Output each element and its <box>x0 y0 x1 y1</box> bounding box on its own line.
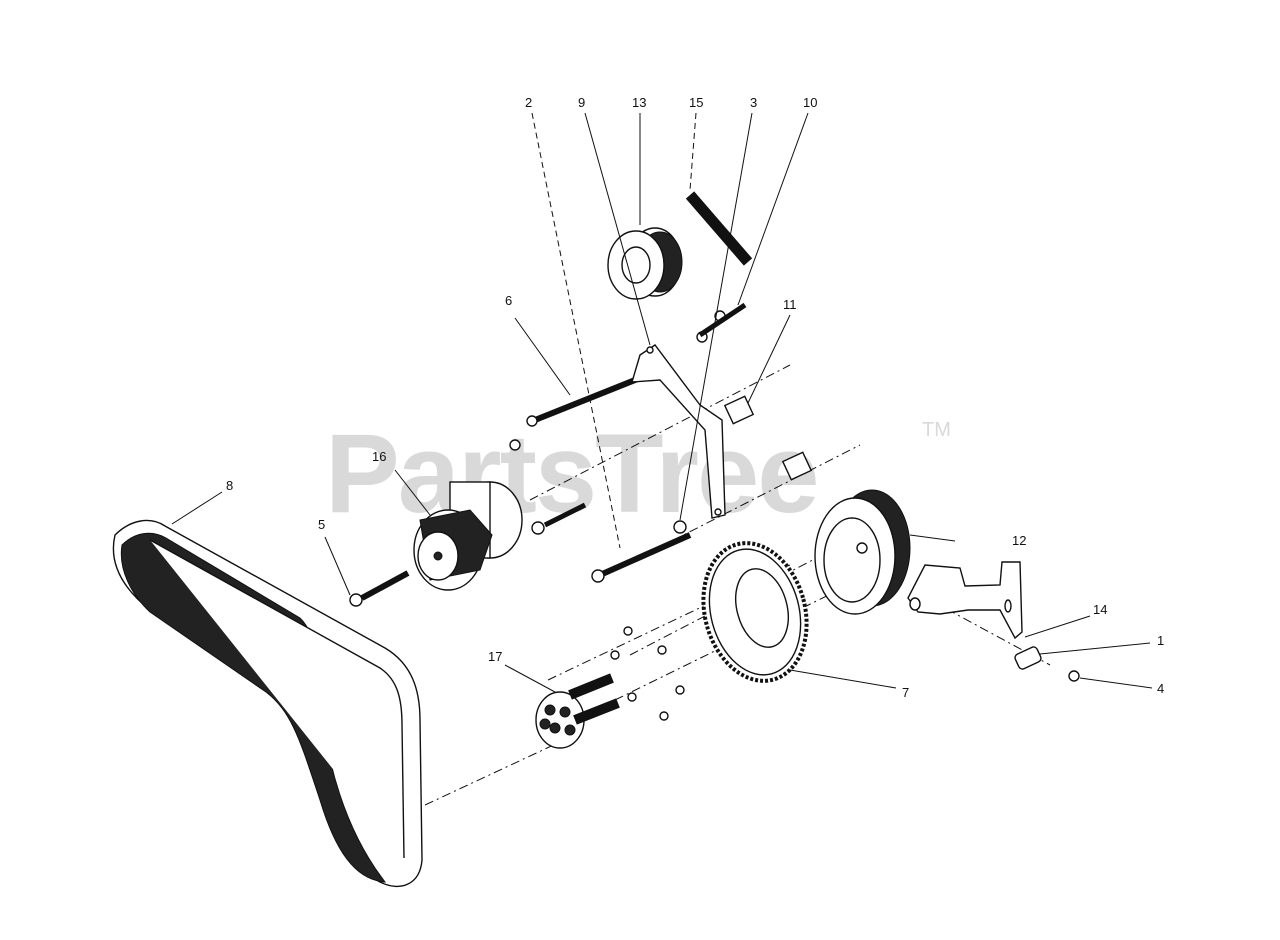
callout-labels: 2 9 13 15 3 10 6 11 16 8 5 12 14 1 4 7 1… <box>226 95 1164 700</box>
callout-3: 3 <box>750 95 757 110</box>
bolt-part-5[interactable] <box>349 570 410 607</box>
watermark-trademark: TM <box>922 419 951 441</box>
idler-pulley-part-13[interactable] <box>607 227 683 300</box>
callout-4: 4 <box>1157 681 1164 696</box>
spacer-part-11[interactable] <box>723 395 813 481</box>
callout-11: 11 <box>783 297 797 312</box>
callout-8: 8 <box>226 478 233 493</box>
bracket-part-14[interactable] <box>907 561 1023 640</box>
coupler-part-17[interactable] <box>535 673 620 749</box>
callout-9: 9 <box>578 95 585 110</box>
belt-part-8[interactable] <box>112 519 423 887</box>
callout-2: 2 <box>525 95 532 110</box>
clutch-stop-part-1[interactable] <box>1014 646 1043 671</box>
long-bolt-part-6[interactable] <box>526 375 642 427</box>
callout-12: 12 <box>1012 533 1026 548</box>
engine-pulley-part-16[interactable] <box>413 481 523 591</box>
idler-bracket[interactable] <box>631 302 747 519</box>
callout-7: 7 <box>902 685 909 700</box>
ring-gear-part-7[interactable] <box>689 531 822 692</box>
callout-17: 17 <box>488 649 502 664</box>
watermark: PartsTree <box>325 411 818 536</box>
callout-13: 13 <box>632 95 646 110</box>
leader-lines <box>171 112 1153 693</box>
callout-10: 10 <box>803 95 817 110</box>
long-bolt-part-2[interactable] <box>591 532 692 583</box>
gear-bolts[interactable] <box>610 626 685 721</box>
screw-part-4[interactable] <box>1068 670 1080 682</box>
pin-part-15[interactable] <box>685 191 753 266</box>
callout-16: 16 <box>372 449 386 464</box>
callout-6: 6 <box>505 293 512 308</box>
callout-14: 14 <box>1093 602 1107 617</box>
callout-5: 5 <box>318 517 325 532</box>
clutch-pulley-part-12[interactable] <box>814 489 911 615</box>
callout-1: 1 <box>1157 633 1164 648</box>
callout-15: 15 <box>689 95 703 110</box>
